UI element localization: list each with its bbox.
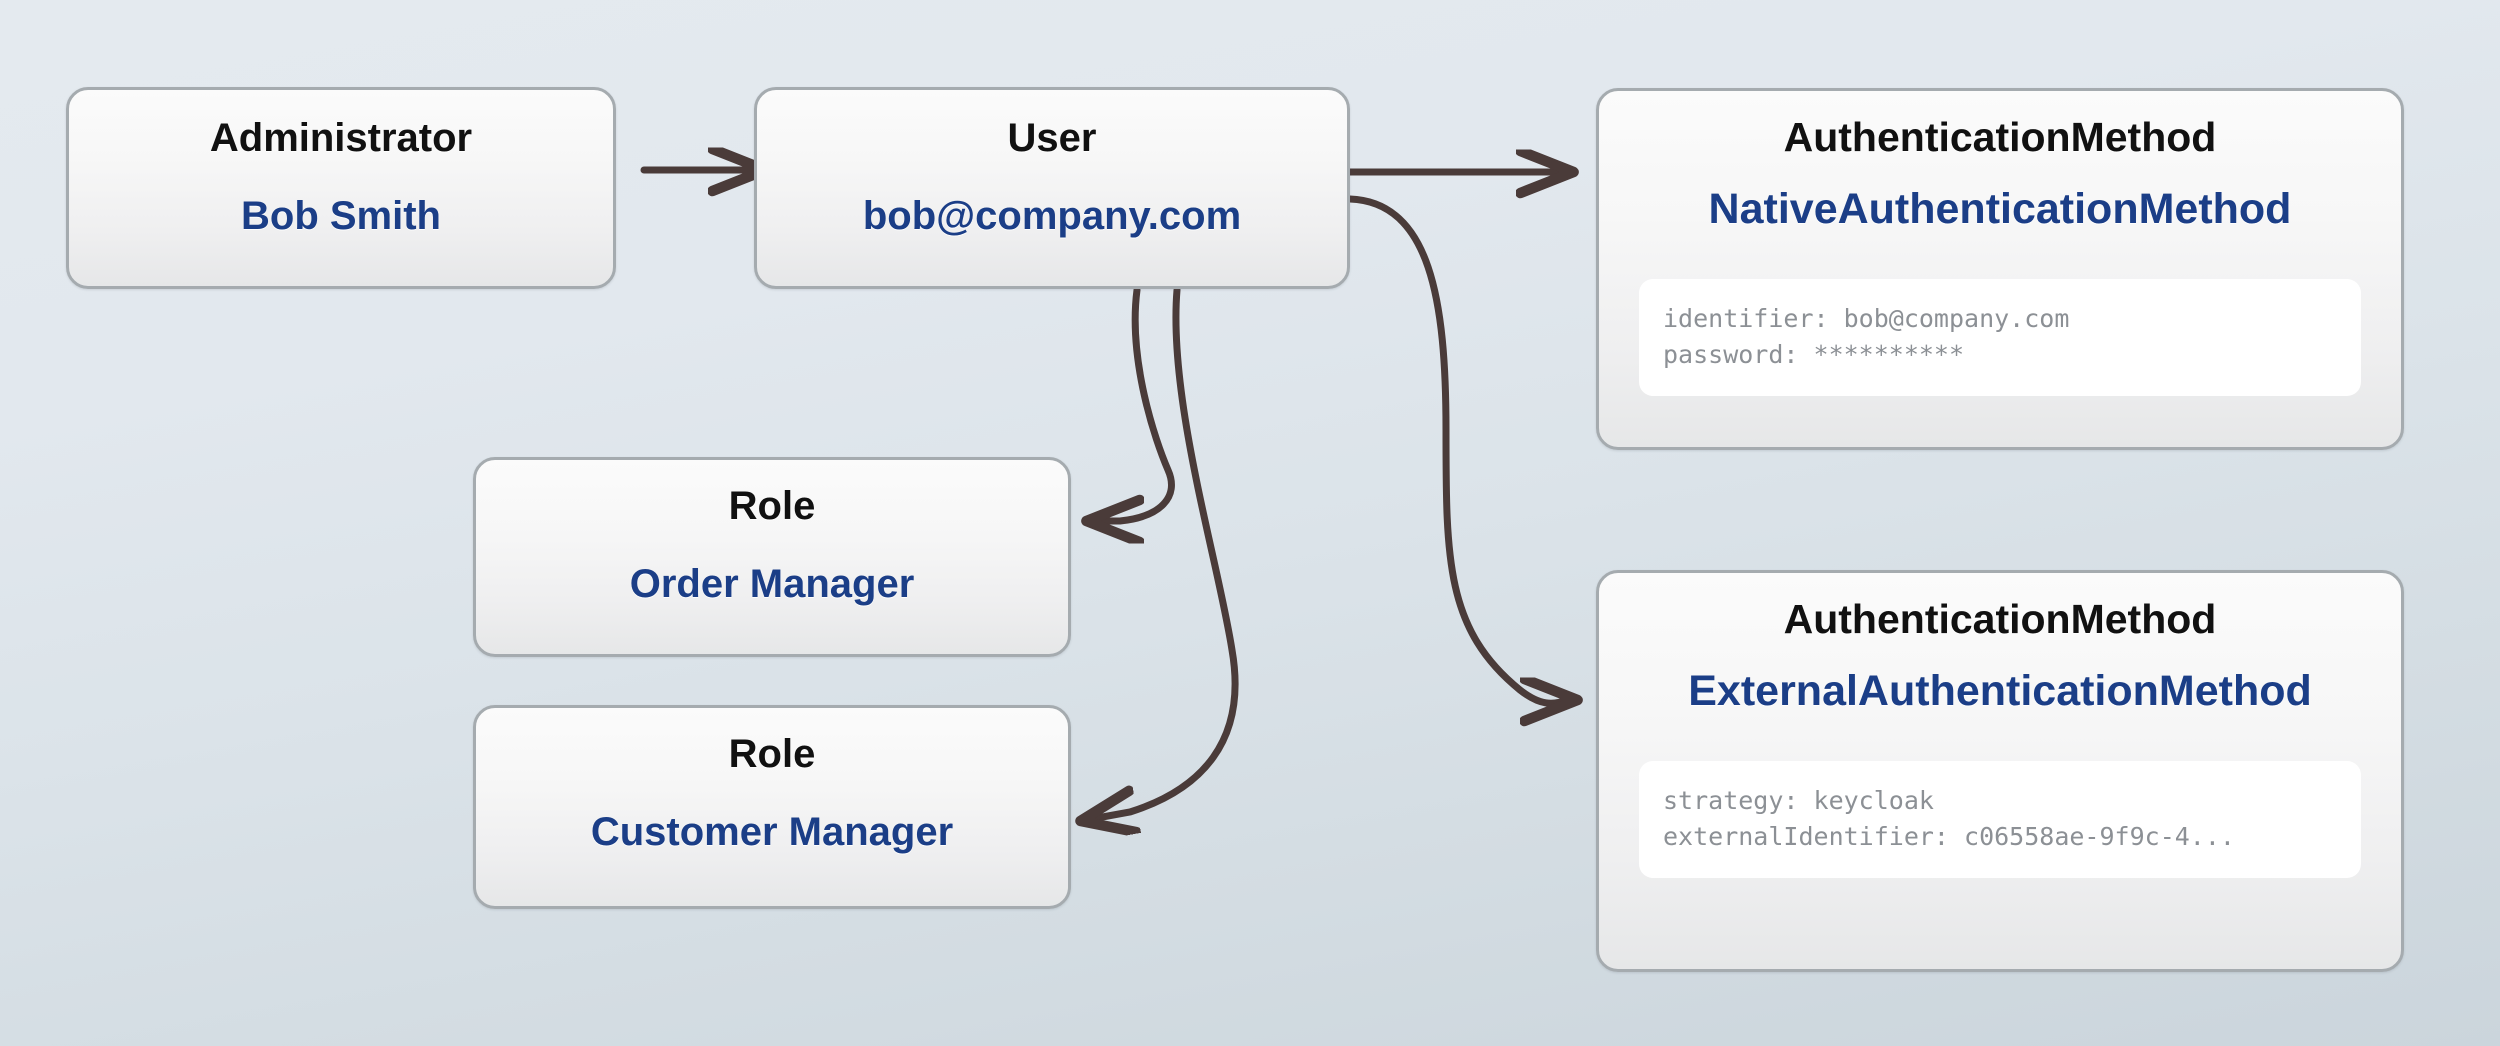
node-role-order-manager[interactable]: Role Order Manager: [473, 457, 1071, 657]
node-user-type: User: [1007, 116, 1097, 160]
node-native-authentication-method[interactable]: AuthenticationMethod NativeAuthenticatio…: [1596, 88, 2404, 450]
edge-user-to-external-auth: [1346, 195, 1572, 703]
node-role-customer-manager-type: Role: [728, 732, 816, 776]
node-role-customer-manager-value: Customer Manager: [590, 810, 954, 854]
node-user[interactable]: User bob@company.com: [754, 87, 1350, 289]
node-external-authentication-method-type: AuthenticationMethod: [1783, 596, 2217, 642]
edge-user-to-role-customer-manager: [1086, 286, 1239, 820]
external-authentication-method-properties: strategy: keycloak externalIdentifier: c…: [1639, 761, 2361, 878]
node-native-authentication-method-type: AuthenticationMethod: [1783, 114, 2217, 160]
node-administrator-type: Administrator: [209, 116, 473, 160]
node-administrator[interactable]: Administrator Bob Smith: [66, 87, 616, 289]
node-role-order-manager-value: Order Manager: [629, 562, 915, 606]
edge-user-to-role-order-manager: [1092, 286, 1175, 521]
node-administrator-value: Bob Smith: [241, 194, 441, 238]
node-native-authentication-method-value: NativeAuthenticationMethod: [1708, 185, 2292, 233]
node-external-authentication-method[interactable]: AuthenticationMethod ExternalAuthenticat…: [1596, 570, 2404, 972]
node-role-customer-manager[interactable]: Role Customer Manager: [473, 705, 1071, 909]
node-user-value: bob@company.com: [862, 194, 1242, 238]
node-external-authentication-method-value: ExternalAuthenticationMethod: [1688, 667, 2312, 715]
node-role-order-manager-type: Role: [728, 484, 816, 528]
native-authentication-method-properties: identifier: bob@company.com password: **…: [1639, 279, 2361, 396]
